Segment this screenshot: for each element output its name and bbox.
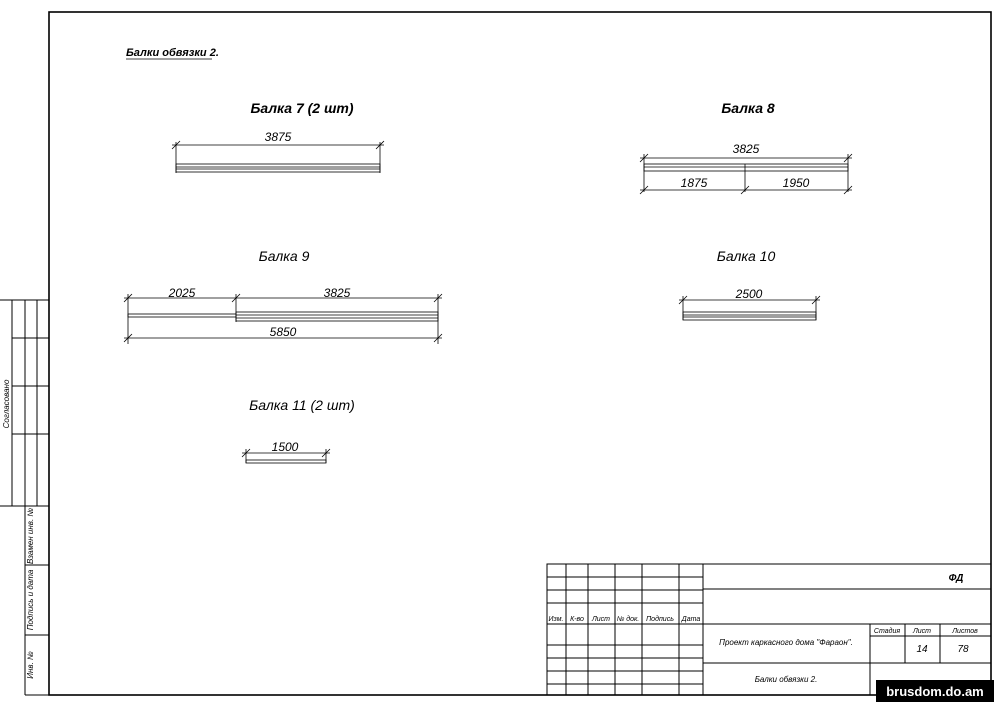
watermark-text: brusdom.do.am — [886, 684, 984, 699]
title-block-code: ФД — [949, 573, 964, 584]
beam-7-label: Балка 7 (2 шт) — [250, 100, 353, 116]
column-date: Дата — [681, 616, 701, 623]
beam-10: Балка 10 2500 — [678, 248, 821, 321]
beam-11-length: 1500 — [272, 440, 299, 454]
side-replaces: Взамен инв. № — [26, 508, 35, 564]
beam-8-segment-2: 1950 — [783, 176, 810, 190]
sheet-label: Лист — [912, 628, 931, 635]
beam-7: Балка 7 (2 шт) 3875 — [171, 100, 385, 173]
sheet-value: 14 — [916, 644, 928, 655]
drawing-name: Балки обвязки 2. — [755, 675, 818, 684]
column-doc-number: № док. — [617, 615, 640, 623]
sheet-title: Балки обвязки 2. — [126, 47, 219, 59]
beam-8: Балка 8 3825 1875 1950 — [639, 100, 853, 195]
beam-9: Балка 9 2025 3825 5850 — [123, 248, 443, 344]
beam-9-length: 5850 — [270, 325, 297, 339]
watermark-background — [876, 680, 994, 702]
project-name: Проект каркасного дома "Фараон". — [719, 638, 853, 647]
column-change: Изм. — [549, 616, 564, 623]
side-signature-date: Подпись и дата — [26, 569, 35, 630]
sheet-frame — [48, 11, 992, 696]
beam-8-length: 3825 — [733, 142, 760, 156]
beam-9-segment-2: 3825 — [324, 286, 351, 300]
beam-8-label: Балка 8 — [721, 100, 775, 116]
watermark: brusdom.do.am — [876, 680, 994, 702]
column-signature: Подпись — [646, 615, 674, 623]
beam-8-segment-1: 1875 — [681, 176, 708, 190]
column-quantity: К-во — [570, 616, 584, 623]
sheets-label: Листов — [951, 628, 978, 635]
side-agreed: Согласовано — [2, 379, 11, 428]
beam-9-segment-1: 2025 — [168, 286, 196, 300]
column-sheet: Лист — [591, 616, 610, 623]
beam-7-length: 3875 — [265, 130, 292, 144]
beam-11-label: Балка 11 (2 шт) — [249, 397, 355, 413]
beam-10-label: Балка 10 — [717, 248, 776, 264]
beam-10-length: 2500 — [735, 287, 763, 301]
beam-9-label: Балка 9 — [259, 248, 310, 264]
stage-label: Стадия — [874, 627, 900, 635]
side-inventory: Инв. № — [26, 651, 35, 679]
side-stamp: Согласовано Взамен инв. № Подпись и дата… — [0, 299, 49, 696]
beam-11: Балка 11 (2 шт) 1500 — [241, 397, 355, 464]
title-block: ФД Изм. К-во Лист № док. Подпись Дата Пр… — [546, 563, 992, 696]
sheets-value: 78 — [957, 644, 969, 655]
